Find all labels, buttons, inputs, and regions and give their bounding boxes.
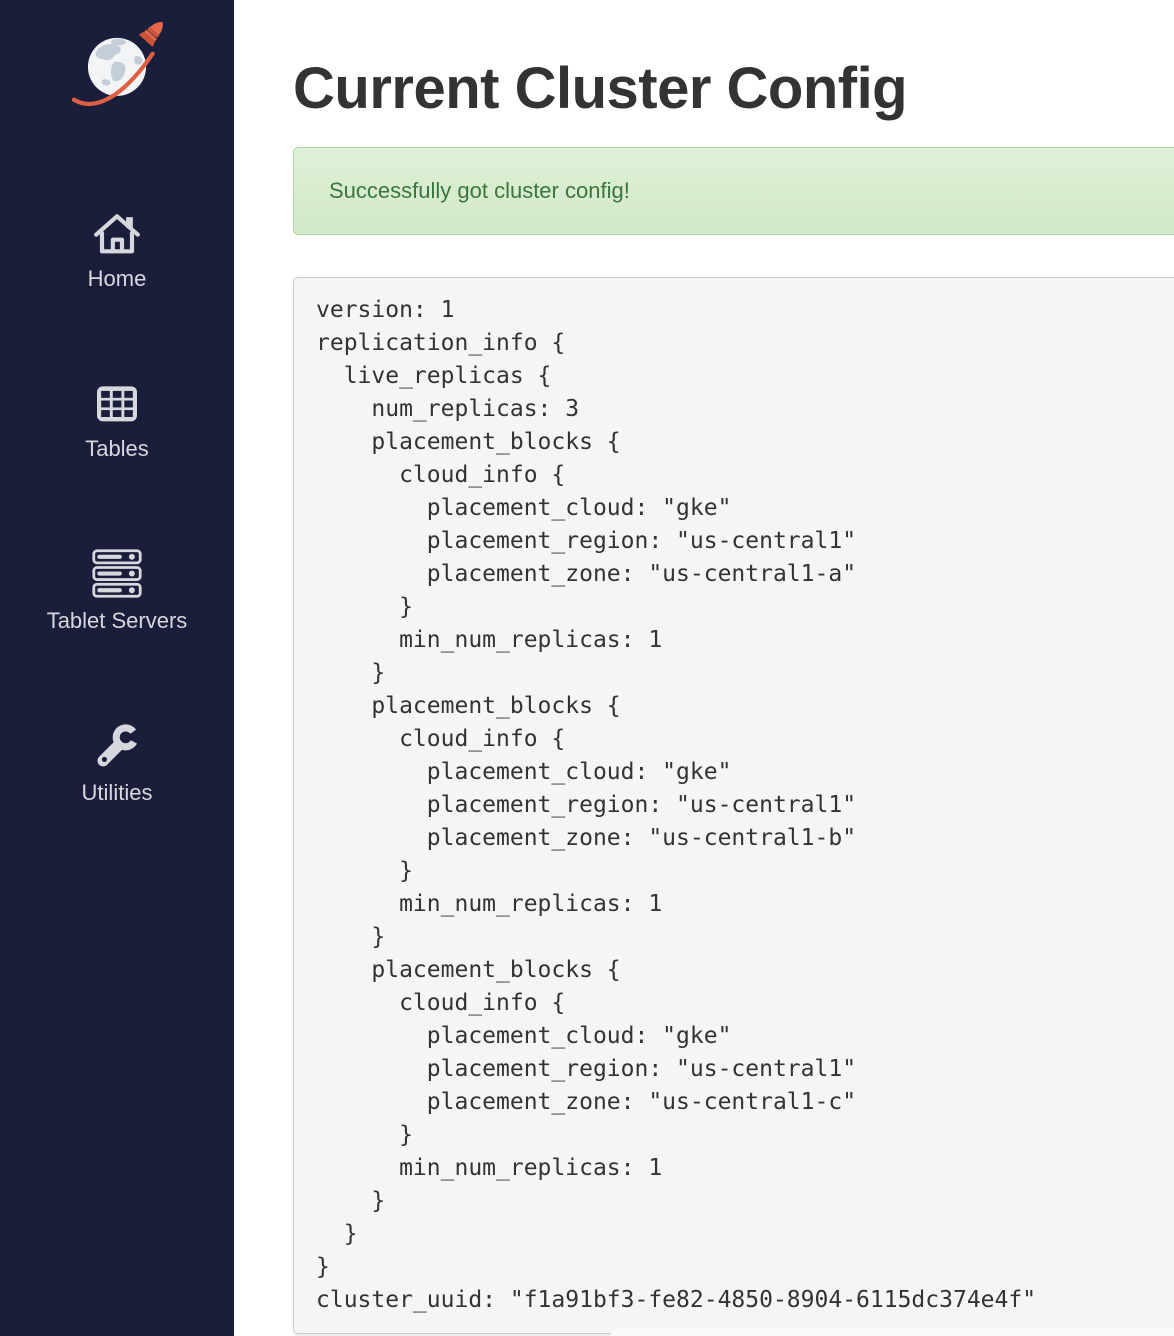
sidebar-item-tablet-servers[interactable]: Tablet Servers bbox=[12, 548, 222, 634]
table-grid-icon bbox=[12, 378, 222, 428]
sidebar-item-tables[interactable]: Tables bbox=[12, 378, 222, 462]
server-stack-icon bbox=[12, 548, 222, 600]
sidebar-item-utilities[interactable]: Utilities bbox=[12, 720, 222, 806]
success-alert: Successfully got cluster config! bbox=[293, 147, 1174, 235]
sidebar: Home Tables bbox=[0, 0, 234, 1336]
main-content: Current Cluster Config Successfully got … bbox=[234, 0, 1174, 1336]
sidebar-item-home[interactable]: Home bbox=[12, 208, 222, 292]
wrench-icon bbox=[12, 720, 222, 772]
home-icon bbox=[12, 208, 222, 258]
sidebar-nav: Home Tables bbox=[0, 208, 234, 806]
cluster-config-text: version: 1 replication_info { live_repli… bbox=[293, 277, 1174, 1334]
yugabyte-logo[interactable] bbox=[17, 20, 217, 115]
success-alert-message: Successfully got cluster config! bbox=[329, 178, 630, 203]
rocket-globe-icon bbox=[71, 21, 163, 106]
sidebar-item-label: Tables bbox=[85, 436, 149, 461]
sidebar-item-label: Tablet Servers bbox=[46, 608, 188, 633]
bottom-panel-edge bbox=[610, 1328, 1174, 1336]
sidebar-item-label: Utilities bbox=[81, 780, 153, 805]
sidebar-item-label: Home bbox=[87, 266, 147, 291]
page-title: Current Cluster Config bbox=[293, 56, 908, 121]
